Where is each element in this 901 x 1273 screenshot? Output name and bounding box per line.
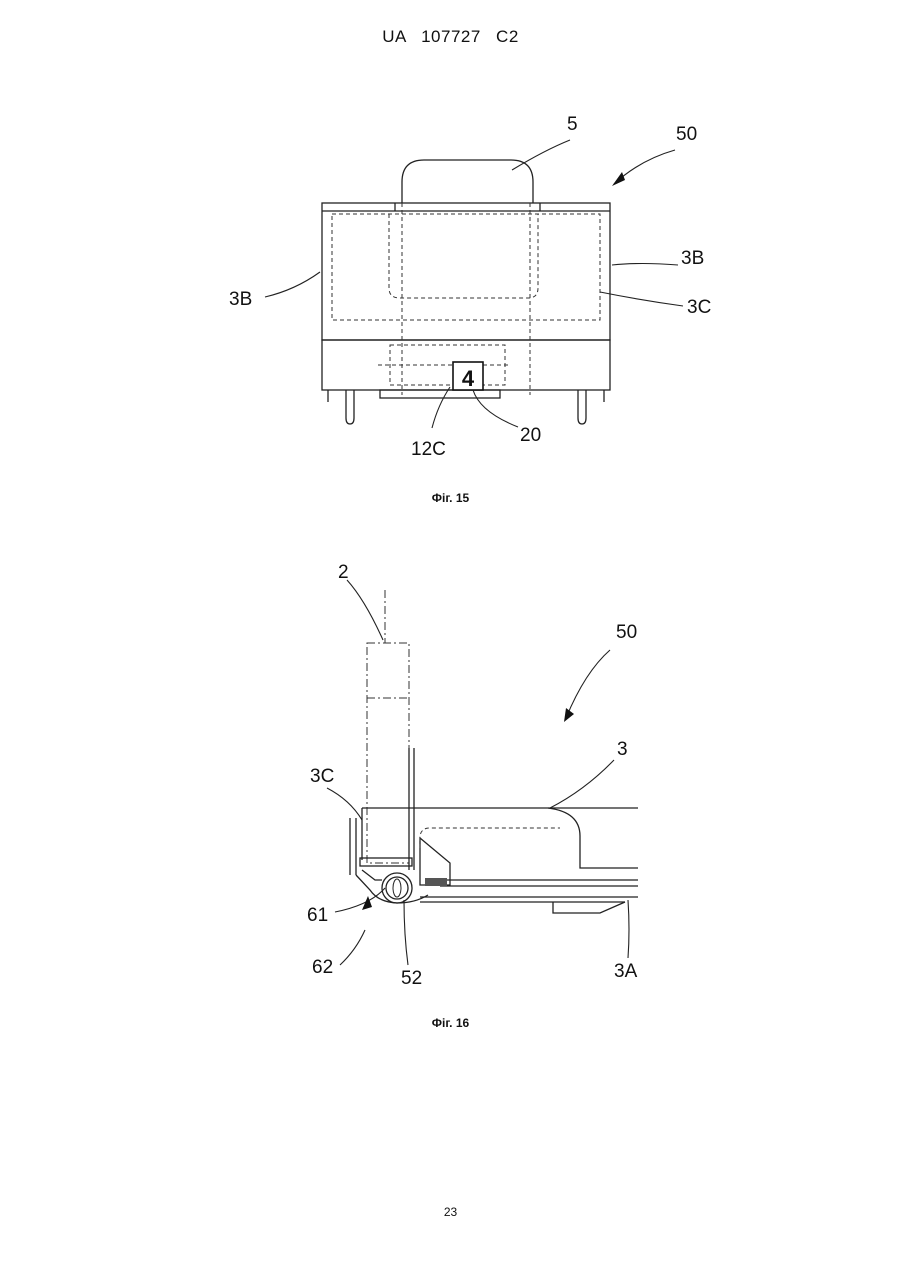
label-61: 61: [307, 905, 328, 926]
page-number: 23: [0, 1205, 901, 1219]
figure-16-drawing: 2 50 3C 3 61 62 52 3A: [0, 550, 901, 990]
label-4: 4: [462, 366, 475, 391]
figure-15-drawing: 4 5 50 3B 3B 3C 12C 20: [0, 100, 901, 470]
label-3b-left: 3B: [229, 289, 252, 310]
label-12c: 12C: [411, 439, 446, 460]
label-62: 62: [312, 957, 333, 978]
label-2: 2: [338, 562, 349, 583]
label-3c: 3C: [687, 297, 711, 318]
figure-15-caption: Фіг. 15: [0, 491, 901, 505]
figure-16-caption: Фіг. 16: [0, 1016, 901, 1030]
label-50: 50: [676, 124, 697, 145]
label-20: 20: [520, 425, 541, 446]
patent-number-header: UA 107727 C2: [0, 27, 901, 47]
label-50: 50: [616, 622, 637, 643]
label-52: 52: [401, 968, 422, 989]
label-5: 5: [567, 114, 578, 135]
label-3a: 3A: [614, 961, 638, 982]
label-3: 3: [617, 739, 628, 760]
label-3c: 3C: [310, 766, 334, 787]
label-3b-right: 3B: [681, 248, 704, 269]
